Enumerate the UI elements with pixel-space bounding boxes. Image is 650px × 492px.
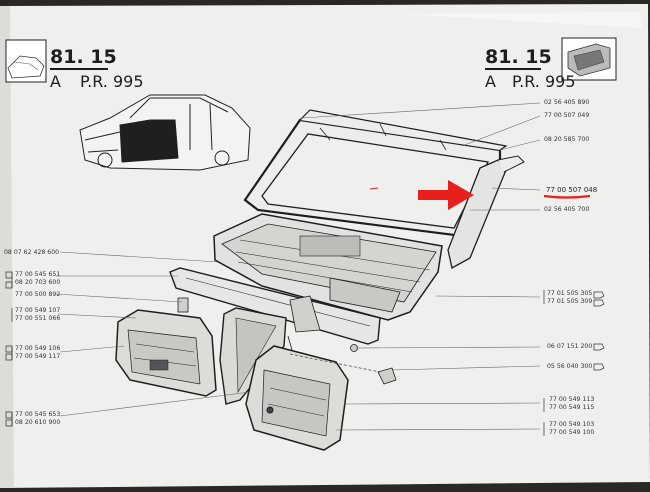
part-label: 77 00 545 653 (15, 411, 61, 418)
sub-a-right: A (485, 72, 496, 91)
part-label: 77 00 549 117 (15, 353, 61, 360)
part-label: 77 00 551 066 (15, 315, 61, 322)
part-label: 77 00 500 892 (15, 291, 61, 298)
part-label: 06 07 151 200 (547, 343, 593, 350)
leader-lines-left (55, 251, 251, 417)
section-suffix: . 15 (76, 46, 117, 68)
part-label: 05 56 040 300 (547, 363, 593, 370)
sub-pr-left: P.R. 995 (80, 72, 144, 91)
red-tick-mark (369, 187, 379, 190)
bracket-icons-right (543, 290, 605, 436)
part-label: 77 00 549 103 (549, 421, 595, 428)
part-label: 08 20 585 700 (544, 136, 590, 143)
thumbnail-right (561, 37, 617, 81)
page-number-right: 81. 15 (485, 46, 552, 68)
paper-gutter-shadow (0, 6, 14, 488)
small-parts-drawing (177, 297, 397, 385)
tunnel-drawing (219, 307, 287, 405)
highlight-underline (543, 194, 591, 199)
highlight-arrow (418, 180, 474, 210)
car-overview-drawing (79, 94, 251, 171)
part-label-highlighted: 77 00 507 048 (546, 186, 598, 194)
part-label: 77 01 505 305 (547, 290, 593, 297)
part-label: 08 20 703 600 (15, 279, 61, 286)
part-label: 77 00 549 100 (549, 429, 595, 436)
bracket-icons-left (5, 271, 13, 427)
part-label: 77 00 549 106 (15, 345, 61, 352)
sub-a-left: A (50, 72, 61, 91)
part-label: 08 07 62 428 600 (4, 249, 60, 256)
paper-tab (400, 12, 642, 28)
section-number: 81 (485, 46, 512, 68)
sub-pr-right: P.R. 995 (512, 72, 576, 91)
thumbnail-left (5, 39, 47, 83)
part-label: 77 00 549 107 (15, 307, 61, 314)
part-label: 02 56 405 890 (544, 99, 590, 106)
floor-panel-right-drawing (245, 345, 349, 451)
leader-lines-right (301, 102, 541, 431)
part-label: 02 56 405 700 (544, 206, 590, 213)
header-rule-left (50, 68, 108, 70)
header-rule-right (485, 68, 541, 70)
part-label: 77 00 549 113 (549, 396, 595, 403)
floor-panel-left-drawing (115, 309, 217, 397)
part-label: 77 00 545 651 (15, 271, 61, 278)
bulkhead-drawing (213, 213, 443, 321)
page-number-left: 81. 15 (50, 46, 117, 68)
part-label: 08 20 610 900 (15, 419, 61, 426)
part-label: 77 00 507 049 (544, 112, 590, 119)
section-number: 81 (50, 46, 77, 68)
section-suffix: . 15 (511, 46, 552, 68)
crossmember-drawing (169, 267, 381, 345)
part-label: 77 00 549 115 (549, 404, 595, 411)
part-label: 77 01 505 309 (547, 298, 593, 305)
windscreen-frame-drawing (243, 109, 525, 269)
